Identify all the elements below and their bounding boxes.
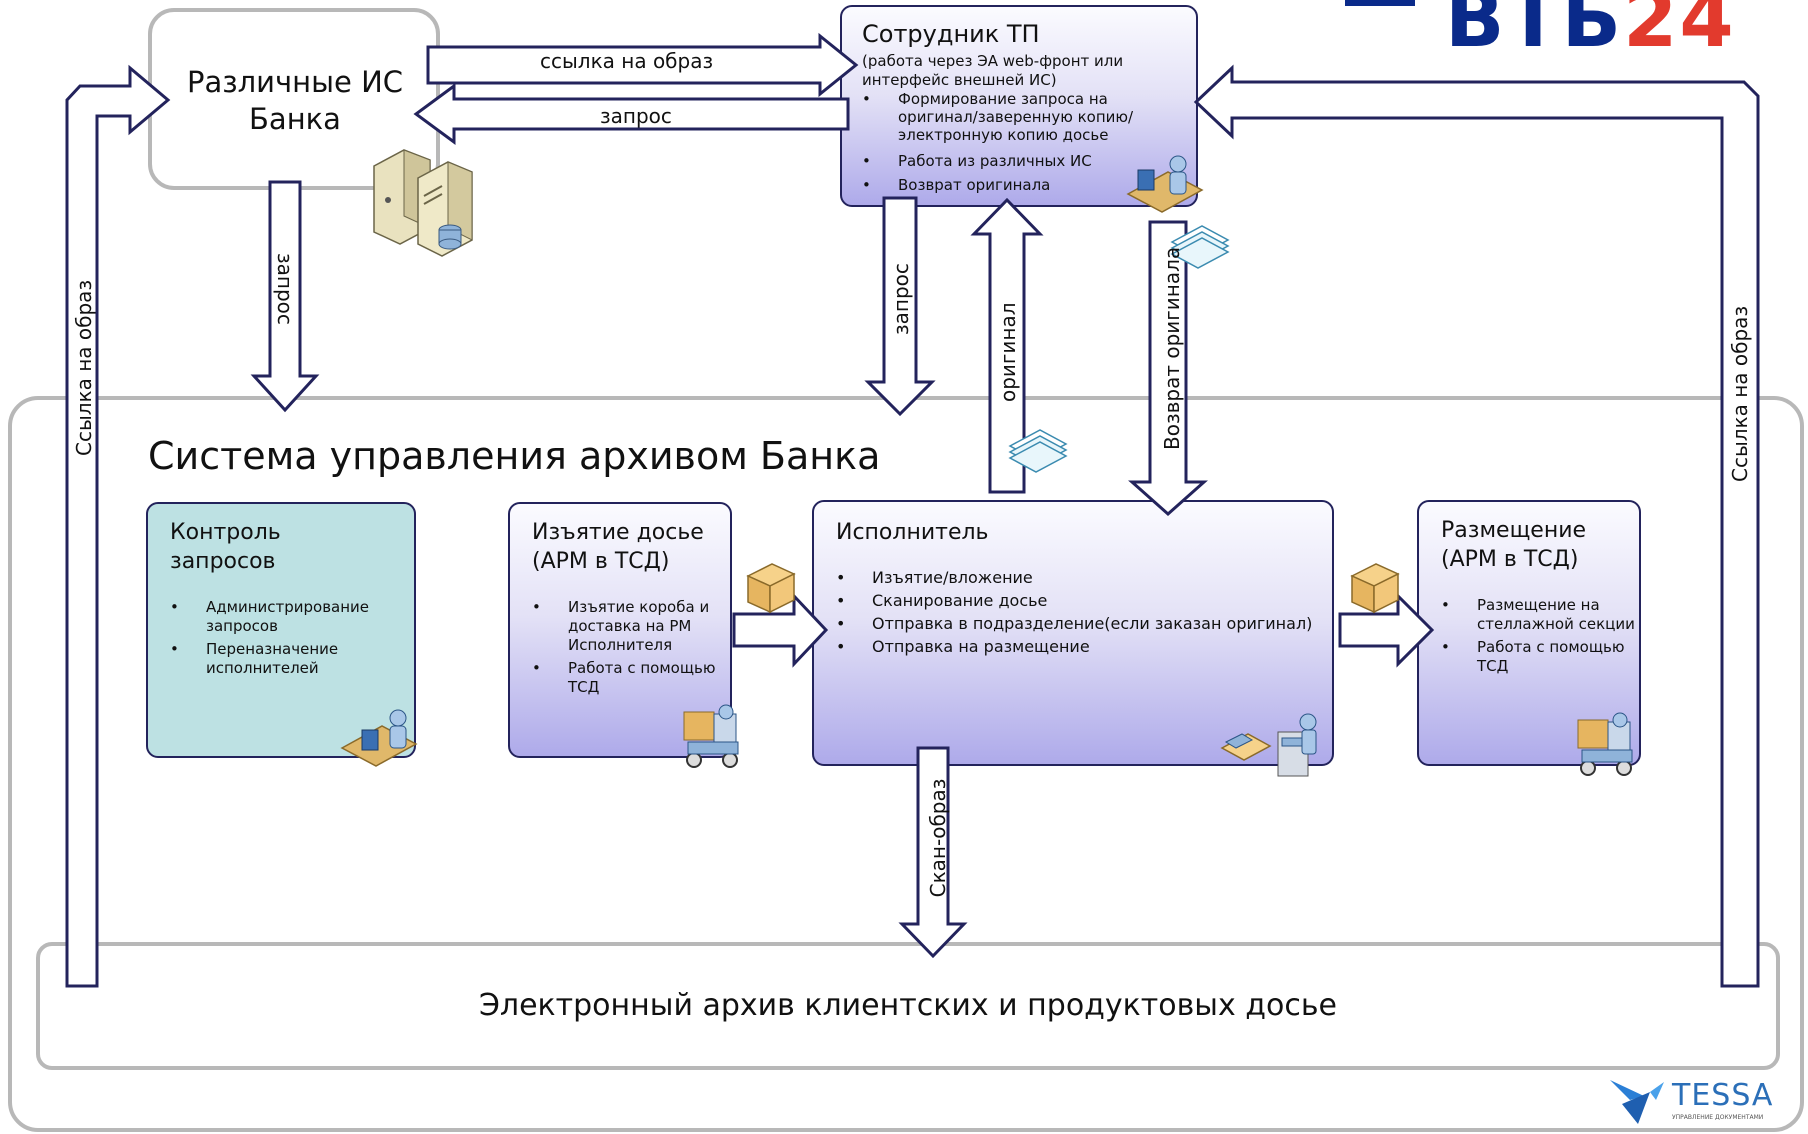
label-request-top: запрос bbox=[600, 104, 672, 128]
label-original: оригинал bbox=[996, 302, 1020, 402]
executor-title: Исполнитель bbox=[836, 520, 989, 545]
scanner-station-icon bbox=[1220, 713, 1317, 777]
arrow-link-left bbox=[65, 64, 171, 988]
tessa-bird-icon bbox=[1610, 1080, 1664, 1124]
withdraw-bullet: Работа с помощью ТСД bbox=[532, 659, 728, 697]
arrow-withdraw-to-executor bbox=[732, 592, 829, 668]
forklift-icon-placement bbox=[1577, 712, 1633, 776]
e-archive-label: Электронный архив клиентских и продуктов… bbox=[478, 988, 1338, 1023]
arrow-request-top bbox=[413, 83, 850, 145]
employee-subtitle: (работа через ЭА web-фронт или интерфейс… bbox=[862, 52, 1124, 89]
control-bullets: Администрирование запросов Переназначени… bbox=[170, 598, 402, 682]
arrow-executor-to-placement bbox=[1338, 592, 1435, 668]
control-bullet: Переназначение исполнителей bbox=[170, 640, 402, 678]
label-link-right: Ссылка на образ bbox=[1728, 305, 1752, 482]
placement-bullet: Размещение на стеллажной секции bbox=[1441, 596, 1637, 634]
placement-title: Размещение (АРМ в ТСД) bbox=[1441, 518, 1587, 572]
label-link-left: Ссылка на образ bbox=[72, 279, 96, 456]
label-request-left: запрос bbox=[273, 253, 297, 325]
arrow-request-mid bbox=[864, 196, 936, 417]
arrow-scan-image bbox=[898, 746, 968, 959]
label-scan-image: Скан-образ bbox=[926, 778, 950, 898]
control-bullet: Администрирование запросов bbox=[170, 598, 402, 636]
placement-bullets: Размещение на стеллажной секции Работа с… bbox=[1441, 596, 1637, 680]
label-return-original: Возврат оригинала bbox=[1160, 246, 1184, 450]
employee-bullet: Возврат оригинала bbox=[862, 176, 1182, 194]
withdraw-bullet: Изъятие короба и доставка на РМ Исполнит… bbox=[532, 598, 728, 655]
vtb24-logo: ВТБ24 bbox=[1445, 0, 1736, 65]
arrow-link-to-image bbox=[426, 32, 859, 98]
arrow-link-right bbox=[1193, 64, 1760, 988]
forklift-icon-withdraw bbox=[683, 704, 739, 768]
documents-icon-mid bbox=[1008, 429, 1068, 473]
executor-bullet: Сканирование досье bbox=[836, 591, 1326, 610]
documents-icon-top bbox=[1170, 225, 1230, 269]
e-archive-box bbox=[36, 942, 1780, 1070]
executor-box bbox=[812, 500, 1334, 766]
employee-bullets: Формирование запроса на оригинал/заверен… bbox=[862, 90, 1182, 198]
server-icon bbox=[373, 149, 473, 257]
withdraw-title: Изъятие досье (АРМ в ТСД) bbox=[532, 520, 704, 574]
archive-system-title: Система управления архивом Банка bbox=[148, 434, 881, 478]
label-request-mid: запрос bbox=[889, 263, 913, 335]
tessa-logo-name: TESSA bbox=[1672, 1078, 1774, 1113]
employee-bullet: Работа из различных ИС bbox=[862, 152, 1182, 170]
arrow-request-left bbox=[250, 180, 320, 413]
operator-icon-control bbox=[340, 709, 418, 767]
executor-bullet: Изъятие/вложение bbox=[836, 568, 1326, 587]
bank-is-label: Различные ИС Банка bbox=[186, 65, 404, 136]
withdraw-bullets: Изъятие короба и доставка на РМ Исполнит… bbox=[532, 598, 728, 701]
placement-bullet: Работа с помощью ТСД bbox=[1441, 638, 1637, 676]
executor-bullet: Отправка на размещение bbox=[836, 637, 1326, 656]
box-icon-placement bbox=[1350, 563, 1400, 614]
control-title: Контроль запросов bbox=[170, 520, 281, 574]
box-icon-withdraw bbox=[746, 563, 796, 614]
logo-bar bbox=[1345, 0, 1415, 6]
employee-title: Сотрудник ТП bbox=[862, 20, 1040, 48]
executor-bullet: Отправка в подразделение(если заказан ор… bbox=[836, 614, 1326, 633]
arrow-return-original bbox=[1128, 220, 1208, 517]
executor-bullets: Изъятие/вложение Сканирование досье Отпр… bbox=[836, 568, 1326, 660]
label-link-to-image: ссылка на образ bbox=[540, 49, 714, 73]
employee-bullet: Формирование запроса на оригинал/заверен… bbox=[862, 90, 1182, 144]
tessa-logo-tagline: УПРАВЛЕНИЕ ДОКУМЕНТАМИ bbox=[1672, 1114, 1764, 1121]
